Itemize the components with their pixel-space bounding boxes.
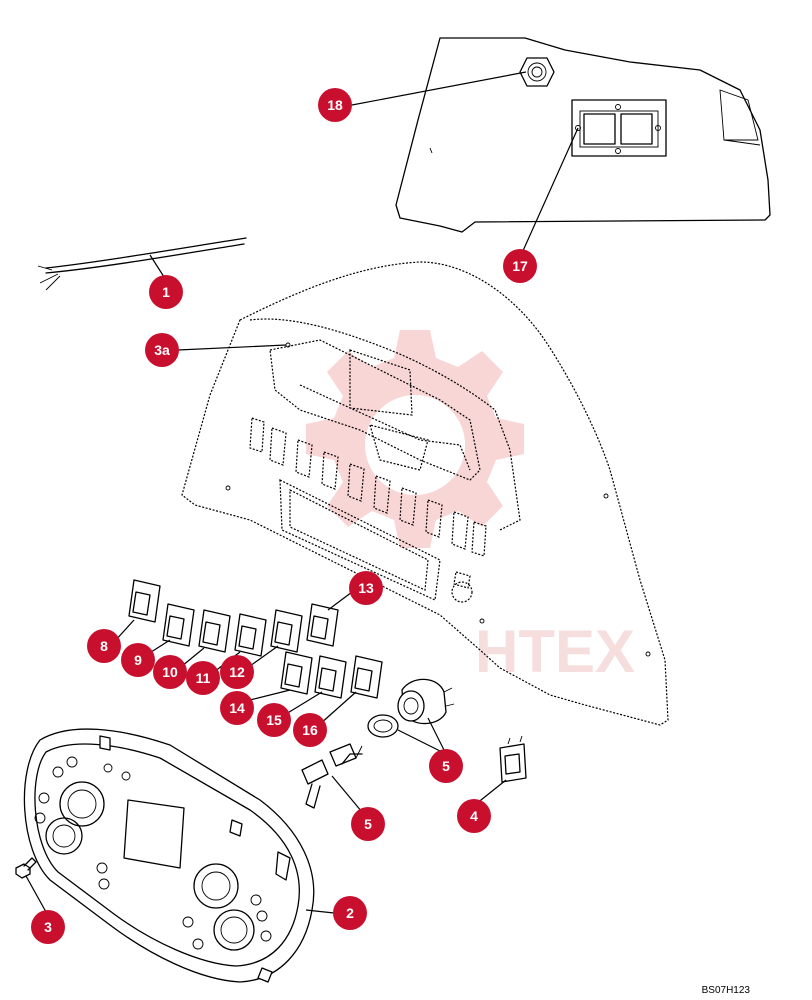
svg-text:16: 16 bbox=[302, 722, 318, 738]
callout-9: 9 bbox=[121, 643, 155, 677]
rocker-switch-9 bbox=[162, 603, 195, 647]
panel-switch-slots bbox=[249, 417, 487, 557]
callout-18: 18 bbox=[318, 88, 352, 122]
rocker-switch-16 bbox=[350, 655, 383, 699]
callout-4: 4 bbox=[457, 799, 491, 833]
callout-5-keys: 5 bbox=[351, 807, 385, 841]
watermark-text: HTEX bbox=[475, 618, 635, 685]
rocker-switch-8 bbox=[128, 579, 161, 623]
svg-text:9: 9 bbox=[134, 652, 142, 668]
svg-text:15: 15 bbox=[266, 712, 282, 728]
leader-lines bbox=[25, 71, 579, 914]
svg-text:5: 5 bbox=[442, 758, 450, 774]
rocker-switch-15 bbox=[314, 655, 347, 699]
svg-text:5: 5 bbox=[364, 816, 372, 832]
svg-text:14: 14 bbox=[229, 700, 245, 716]
svg-text:18: 18 bbox=[327, 97, 343, 113]
callout-15: 15 bbox=[257, 703, 291, 737]
rocker-switch-14 bbox=[280, 651, 313, 695]
instrument-cluster-2 bbox=[23, 728, 315, 983]
rocker-switches bbox=[128, 579, 383, 699]
rocker-switch-10 bbox=[198, 609, 231, 653]
svg-text:12: 12 bbox=[229, 664, 245, 680]
wire-harness-1 bbox=[37, 237, 247, 291]
ignition-keys-5 bbox=[301, 743, 363, 809]
rocker-switch-11 bbox=[234, 613, 267, 657]
callout-10: 10 bbox=[153, 655, 187, 689]
svg-text:11: 11 bbox=[196, 670, 211, 686]
ignition-switch-5 bbox=[367, 678, 455, 738]
rocker-switch-13 bbox=[306, 603, 339, 647]
svg-text:1: 1 bbox=[162, 284, 170, 300]
callout-2: 2 bbox=[333, 896, 367, 930]
callout-3a: 3a bbox=[145, 333, 179, 367]
callout-17: 17 bbox=[503, 249, 537, 283]
switch-4 bbox=[499, 735, 527, 783]
upper-console-cover bbox=[395, 37, 771, 233]
callout-13: 13 bbox=[349, 571, 383, 605]
drawing-reference-code: BS07H123 bbox=[701, 985, 750, 996]
svg-text:8: 8 bbox=[100, 638, 108, 654]
callout-3: 3 bbox=[31, 910, 65, 944]
svg-text:3: 3 bbox=[44, 919, 52, 935]
switch-bezel-17 bbox=[571, 99, 667, 157]
callout-11: 11 bbox=[186, 661, 220, 695]
svg-text:3a: 3a bbox=[154, 342, 170, 358]
callout-5-ignition: 5 bbox=[429, 749, 463, 783]
callout-12: 12 bbox=[220, 655, 254, 689]
watermark-gear-icon bbox=[306, 330, 524, 548]
screw-3 bbox=[15, 857, 37, 879]
svg-text:13: 13 bbox=[358, 580, 374, 596]
callout-8: 8 bbox=[87, 629, 121, 663]
rocker-switch-12 bbox=[270, 609, 303, 653]
svg-text:2: 2 bbox=[346, 905, 354, 921]
callout-1: 1 bbox=[149, 275, 183, 309]
callout-16: 16 bbox=[293, 713, 327, 747]
svg-text:10: 10 bbox=[162, 664, 178, 680]
callout-14: 14 bbox=[220, 691, 254, 725]
svg-text:17: 17 bbox=[512, 258, 528, 274]
dash-panel-3a bbox=[181, 261, 669, 726]
svg-text:4: 4 bbox=[470, 808, 478, 824]
plug-18 bbox=[519, 57, 555, 87]
